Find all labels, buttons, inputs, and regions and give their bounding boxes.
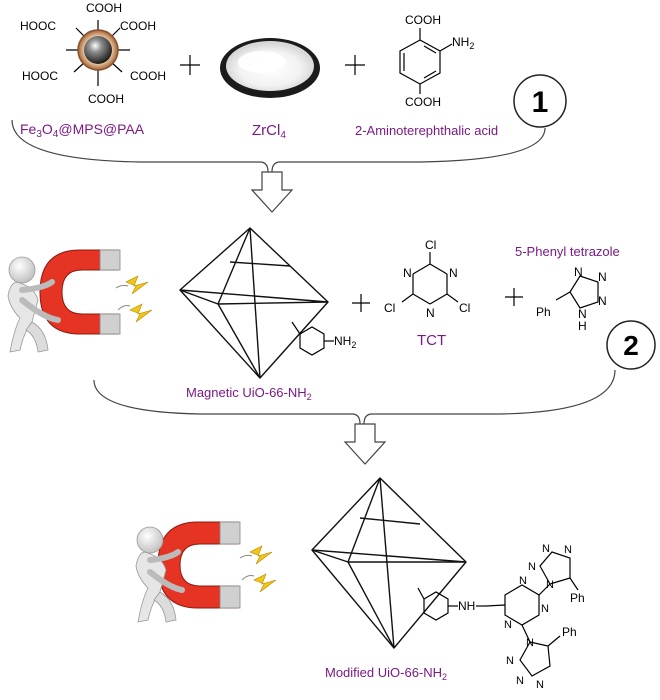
step-1-marker: 1	[513, 74, 567, 128]
core-group-upper-left: HOOC	[20, 19, 56, 33]
svg-text:N: N	[449, 266, 458, 280]
svg-text:N: N	[541, 603, 549, 615]
svg-text:N: N	[546, 579, 554, 591]
svg-text:N: N	[519, 575, 527, 587]
svg-text:N: N	[536, 679, 544, 691]
core-group-upper-right: COOH	[120, 19, 156, 33]
svg-text:Ph: Ph	[570, 591, 585, 605]
magnet-figure	[7, 249, 121, 353]
linker-label: 2-Aminoterephthalic acid	[355, 123, 498, 138]
svg-text:N: N	[526, 637, 534, 649]
svg-text:N: N	[564, 544, 572, 556]
svg-text:N: N	[426, 306, 435, 320]
plus-sign	[180, 55, 200, 75]
svg-text:N: N	[504, 619, 512, 631]
zrcl4-powder-dish	[220, 38, 320, 98]
phenyl-tetrazole-structure: N N N N H Ph	[536, 265, 607, 333]
core-group-bottom: COOH	[88, 92, 124, 106]
svg-text:NH: NH	[458, 599, 475, 613]
core-group-lower-left: HOOC	[22, 69, 58, 83]
svg-text:N: N	[403, 266, 412, 280]
down-arrow-2	[343, 423, 387, 465]
plus-sign	[345, 55, 365, 75]
svg-text:N: N	[528, 561, 536, 573]
aminophenyl-group: NH2	[291, 321, 356, 356]
linker-top-group: COOH	[405, 13, 441, 27]
triazine-tetrazole-substituent: NH N N N N N N N Ph N N N N Ph	[417, 543, 585, 691]
linker-amine: NH2	[452, 35, 474, 51]
aminoterephthalic-acid-structure: COOH NH2 COOH	[399, 13, 474, 109]
svg-text:N: N	[574, 265, 583, 279]
svg-text:N: N	[506, 655, 514, 667]
fe3o4-particle: COOH COOH HOOC COOH HOOC COOH	[20, 1, 166, 106]
mof-amine: NH2	[334, 334, 356, 350]
svg-text:H: H	[578, 319, 587, 333]
svg-text:2: 2	[623, 330, 639, 361]
zrcl4-label: ZrCl4	[252, 122, 286, 141]
svg-text:Cl: Cl	[459, 301, 470, 315]
modified-uio66-octahedron	[311, 477, 467, 649]
tetrazole-label: 5-Phenyl tetrazole	[515, 244, 620, 259]
svg-text:Cl: Cl	[384, 301, 395, 315]
tct-label: TCT	[417, 332, 446, 349]
svg-text:N: N	[598, 294, 607, 308]
magnetic-field-spark-icon	[115, 275, 153, 323]
svg-text:Cl: Cl	[425, 238, 436, 252]
core-group-top: COOH	[86, 1, 122, 15]
svg-text:N: N	[542, 543, 550, 555]
modified-uio66-label: Modified UiO-66-NH2	[325, 665, 447, 682]
tct-structure: Cl N N N Cl Cl	[384, 238, 470, 320]
svg-text:1: 1	[532, 86, 549, 119]
linker-bottom-group: COOH	[405, 95, 441, 109]
step-2-marker: 2	[606, 320, 656, 370]
plus-sign	[352, 294, 370, 312]
svg-text:Ph: Ph	[562, 625, 577, 639]
magnetic-uio66-label: Magnetic UiO-66-NH2	[186, 385, 312, 402]
merge-arrow-1	[11, 119, 546, 173]
svg-text:N: N	[516, 675, 524, 687]
core-group-right: COOH	[130, 69, 166, 83]
fe3o4-label: Fe3O4@MPS@PAA	[20, 121, 145, 140]
svg-text:Ph: Ph	[536, 305, 551, 319]
svg-text:N: N	[578, 307, 587, 321]
svg-text:N: N	[598, 270, 607, 284]
down-arrow-1	[250, 171, 294, 213]
uio66-octahedron	[179, 227, 329, 379]
plus-sign	[505, 288, 523, 306]
magnetic-field-spark-icon	[239, 545, 277, 593]
magnet-figure	[135, 521, 241, 623]
merge-arrow-2	[93, 369, 616, 425]
